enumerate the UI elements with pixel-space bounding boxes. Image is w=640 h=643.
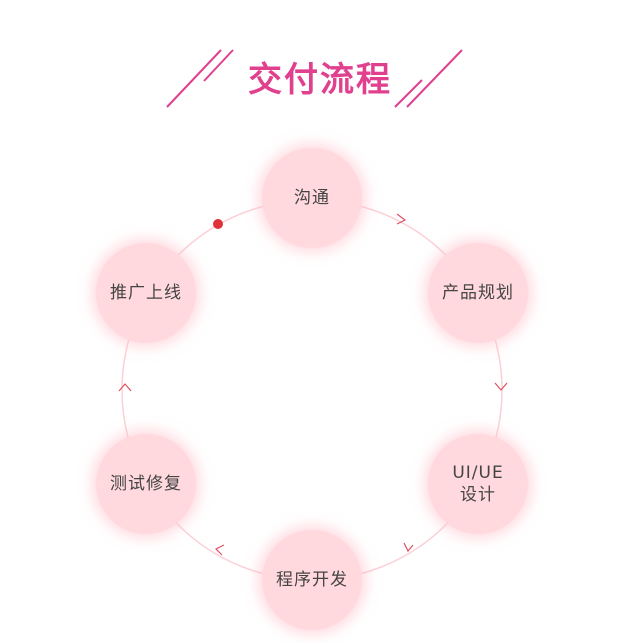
title-slashes-left xyxy=(166,49,234,108)
step-launch: 推广上线 xyxy=(96,243,196,343)
progress-dot xyxy=(213,219,223,229)
arrow-icons xyxy=(118,213,508,556)
step-label: UI/UE xyxy=(452,463,504,483)
step-label: 测试修复 xyxy=(110,474,182,494)
step-label: 沟通 xyxy=(294,188,330,208)
step-development: 程序开发 xyxy=(262,530,362,630)
step-communication: 沟通 xyxy=(262,148,362,248)
arrow-icon xyxy=(403,542,414,553)
arrow-icon xyxy=(396,213,407,225)
step-label-2: 设计 xyxy=(460,485,496,505)
arrow-icon xyxy=(118,383,132,392)
step-label: 推广上线 xyxy=(110,283,182,303)
arrow-icon xyxy=(494,382,508,391)
step-label: 产品规划 xyxy=(442,283,514,303)
page-title: 交付流程 xyxy=(248,60,392,100)
step-label: 程序开发 xyxy=(276,570,348,590)
arrow-icon xyxy=(214,544,225,556)
title-slashes-right xyxy=(394,49,463,108)
step-product-planning: 产品规划 xyxy=(428,243,528,343)
step-testing: 测试修复 xyxy=(96,434,196,534)
